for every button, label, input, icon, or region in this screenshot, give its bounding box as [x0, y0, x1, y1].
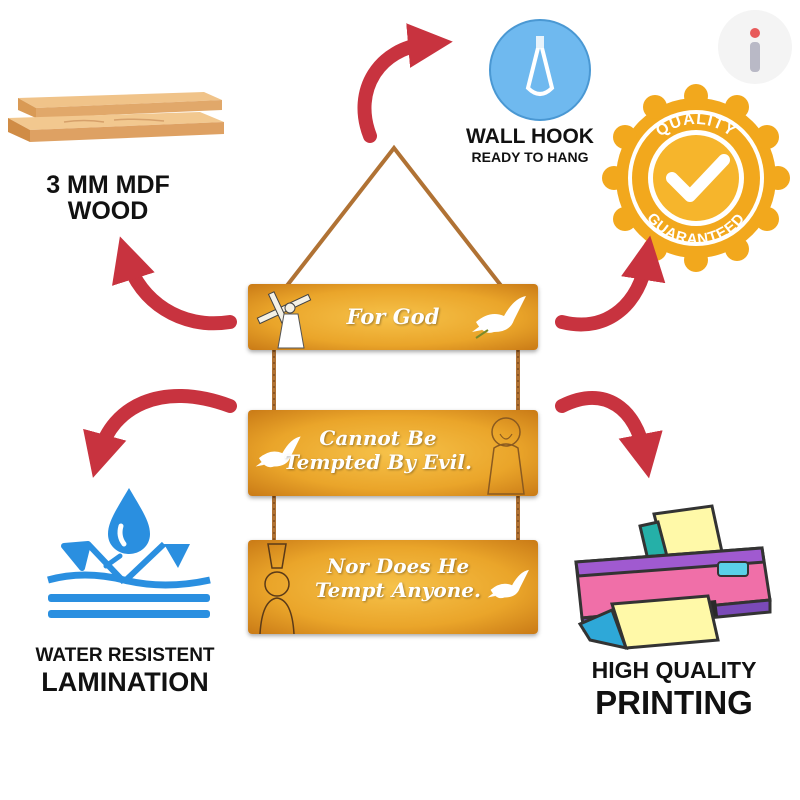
water-drop-icon [44, 484, 214, 624]
praying-figure-icon [259, 543, 295, 634]
arrow-to-lamination [83, 389, 237, 478]
praying-figure-icon [487, 417, 525, 495]
dove-icon [472, 296, 526, 339]
printer-icon [566, 500, 776, 651]
plank3-line2: Tempt Anyone. [315, 578, 481, 602]
arrow-to-hook [357, 23, 453, 143]
dove-icon [487, 569, 529, 599]
plank1-text: For God [346, 304, 440, 329]
sign-plank-2: Cannot Be Tempted By Evil. [248, 410, 538, 496]
hook-subtitle: READY TO HANG [471, 149, 589, 166]
hook-title: WALL HOOK [466, 125, 594, 148]
mdf-label-line1: 3 MM MDF [46, 171, 170, 199]
wall-hook-icon [488, 18, 592, 122]
plank3-text: Nor Does He Tempt Anyone. [298, 554, 498, 602]
plank2-text: Cannot Be Tempted By Evil. [278, 426, 478, 474]
sign-plank-3: Nor Does He Tempt Anyone. [248, 540, 538, 634]
arrow-to-printer [555, 391, 663, 479]
plank3-line1: Nor Does He [326, 554, 470, 578]
sign-plank-1: For God [248, 284, 538, 350]
quality-badge-icon: QUALITY GUARANTEED [602, 84, 790, 272]
dove-icon [255, 436, 301, 468]
arrow-to-mdf [112, 236, 237, 331]
wood-planks-icon [4, 88, 226, 148]
printing-line2: PRINTING [595, 684, 753, 722]
lamination-line2: LAMINATION [41, 666, 209, 697]
info-icon [718, 10, 792, 84]
printing-line1: HIGH QUALITY [591, 657, 757, 683]
arrow-to-badge [555, 235, 666, 332]
cross-bearer-icon [256, 291, 312, 349]
mdf-label-line2: WOOD [67, 197, 149, 226]
plank2-line2: Tempted By Evil. [284, 450, 472, 474]
plank2-line1: Cannot Be [319, 426, 437, 450]
lamination-line1: WATER RESISTENT [35, 645, 215, 666]
